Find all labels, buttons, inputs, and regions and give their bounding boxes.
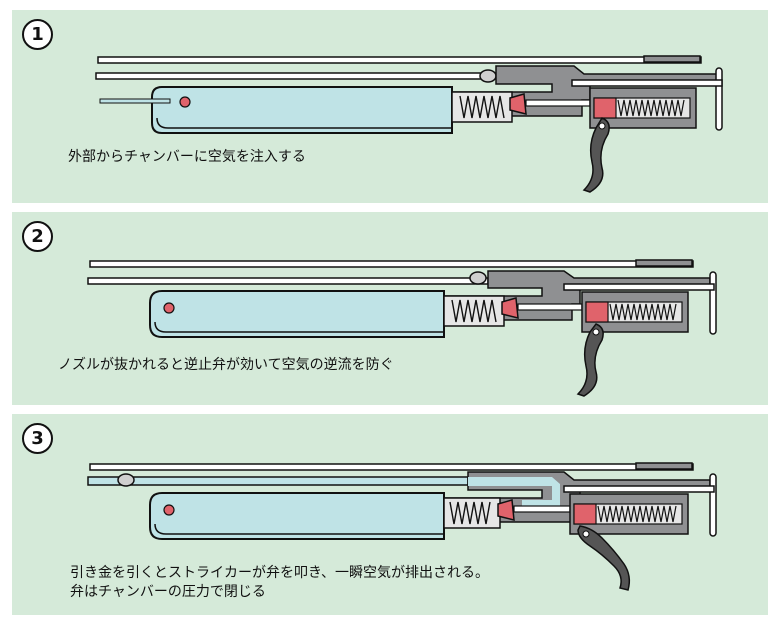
striker <box>593 97 617 119</box>
valve-spring <box>451 299 497 323</box>
valve-stem <box>517 303 583 311</box>
rear-sight <box>635 259 693 267</box>
step-number-2: 2 <box>22 221 53 252</box>
striker-spring <box>609 303 677 321</box>
bb-pellet <box>479 69 497 83</box>
bb-pellet <box>117 473 135 487</box>
valve-spring <box>459 95 505 119</box>
air-chamber <box>149 290 445 338</box>
barrel-rail <box>97 56 702 64</box>
rear-pin <box>709 473 717 537</box>
step-3-caption-line-1: 引き金を引くとストライカーが弁を叩き、一瞬空気が排出される。 <box>70 565 490 581</box>
valve-spring <box>449 501 491 525</box>
valve-stem <box>513 505 571 513</box>
valve-stem <box>525 99 591 107</box>
striker <box>585 301 609 323</box>
step-2-panel: 2 ノズルが抜かれると逆止弁が効いて空気の逆流を防ぐ <box>12 212 768 405</box>
trigger <box>582 117 610 193</box>
rear-rail <box>563 283 715 291</box>
barrel <box>87 277 489 285</box>
barrel-rail <box>89 463 694 471</box>
bb-pellet <box>469 271 487 285</box>
step-1-mechanism-diagram <box>95 55 723 193</box>
air-passage <box>468 477 560 506</box>
trigger <box>576 323 604 397</box>
rear-pin <box>709 271 717 335</box>
fill-nozzle <box>99 98 171 104</box>
striker-spring <box>597 505 677 523</box>
striker-spring <box>617 99 685 117</box>
barrel-rail <box>89 260 694 268</box>
step-number-1: 1 <box>22 19 53 50</box>
rear-sight <box>643 55 701 63</box>
barrel <box>95 72 497 80</box>
air-chamber <box>149 492 445 540</box>
striker <box>573 503 597 525</box>
check-valve <box>163 302 175 314</box>
air-chamber <box>151 86 453 134</box>
step-3-caption-line-2: 弁はチャンバーの圧力で閉じる <box>70 584 266 600</box>
valve-head <box>509 93 527 115</box>
rear-sight <box>635 462 693 470</box>
rear-pin <box>715 67 723 131</box>
valve-head <box>497 499 515 521</box>
step-number-3: 3 <box>22 423 53 454</box>
rear-rail <box>571 79 723 87</box>
step-2-mechanism-diagram <box>87 259 717 397</box>
valve-head <box>501 297 519 319</box>
check-valve <box>179 96 191 108</box>
step-1-panel: 1 外部からチャンバーに空気を注入する <box>12 10 768 203</box>
step-3-mechanism-diagram <box>87 462 717 591</box>
rear-rail <box>563 485 715 493</box>
trigger <box>577 525 631 591</box>
check-valve <box>163 504 175 516</box>
step-3-panel: 3 引き金を引くとストライカーが弁を叩き、一瞬空気が排出される。 弁はチャンバー… <box>12 414 768 615</box>
step-1-caption: 外部からチャンバーに空気を注入する <box>68 149 306 165</box>
step-2-caption: ノズルが抜かれると逆止弁が効いて空気の逆流を防ぐ <box>58 357 394 373</box>
barrel-air-flow <box>87 476 469 486</box>
